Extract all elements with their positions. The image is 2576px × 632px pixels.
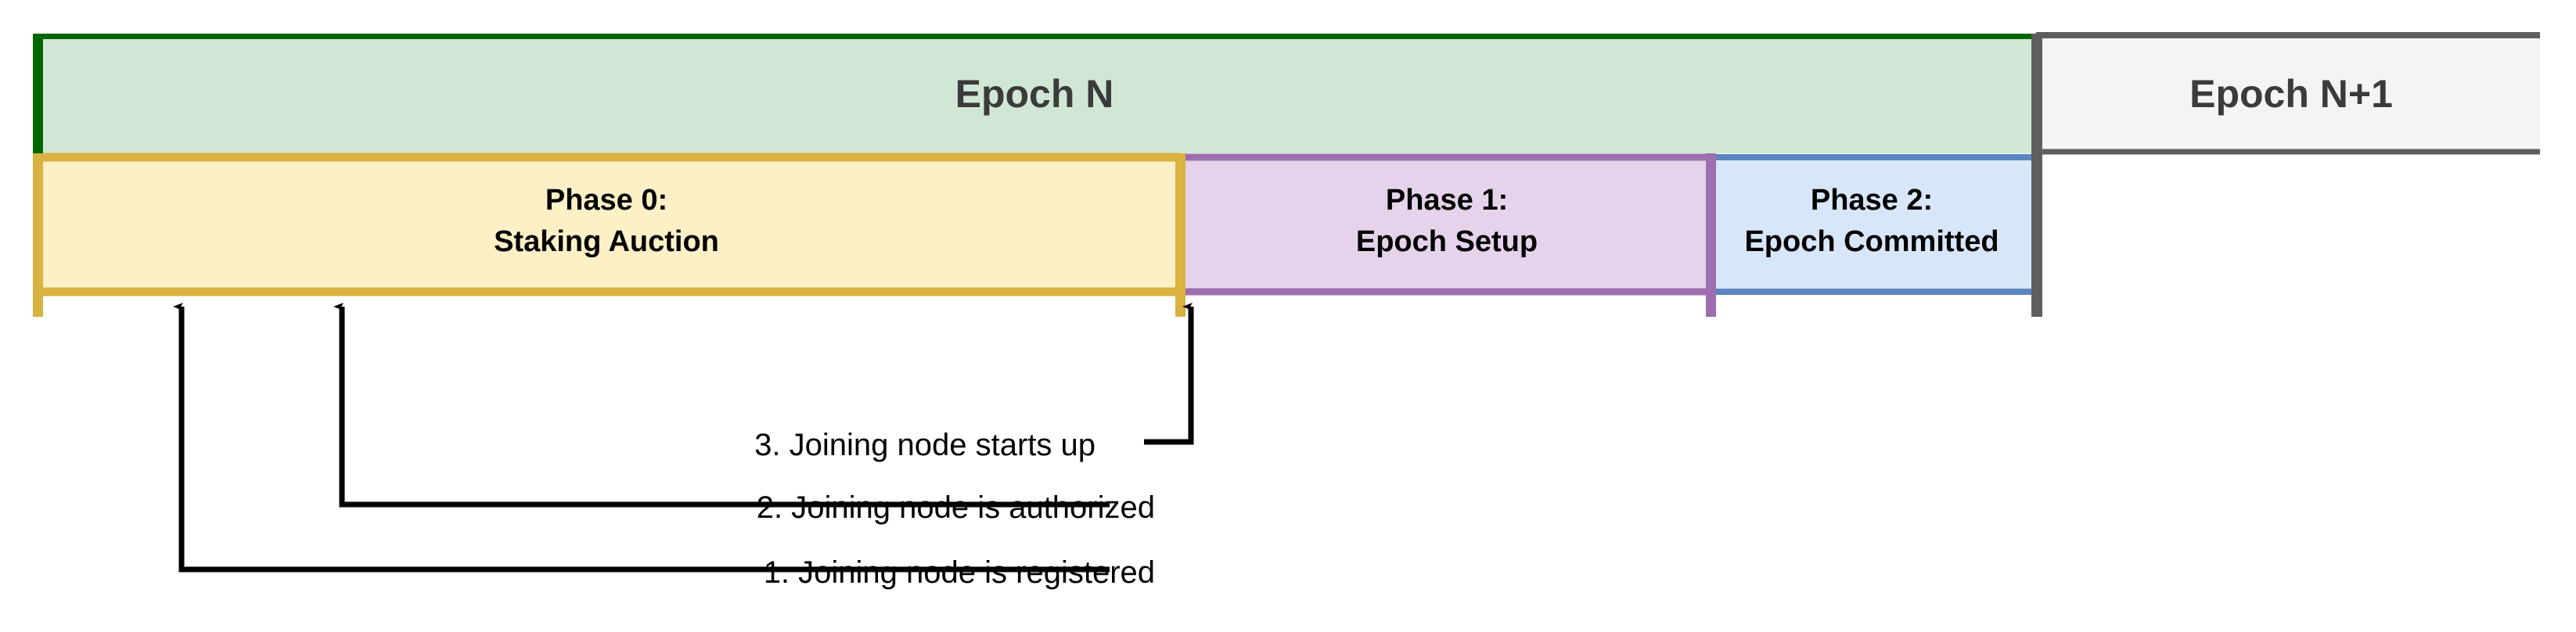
annotation-3-group[interactable]: 3. Joining node starts up	[754, 303, 1194, 462]
phase-2-left-divider	[1706, 153, 1716, 317]
epoch-n-plus-1-background	[2042, 37, 2540, 153]
epoch-box-epoch-n-plus-1[interactable]: Epoch N+1	[2036, 32, 2540, 155]
phase-0-left-divider	[33, 153, 43, 317]
phase-0-label-line2: Staking Auction	[494, 225, 719, 258]
phase-1-left-divider	[1175, 153, 1185, 317]
epoch-row: Epoch N Epoch N+1	[33, 32, 2540, 155]
phase-2-label-line2: Epoch Committed	[1744, 225, 1999, 258]
annotation-1-label: 1. Joining node is registered	[764, 555, 1155, 590]
epoch-box-epoch-n[interactable]: Epoch N	[33, 34, 2036, 153]
phase-box-phase-0[interactable]: Phase 0: Staking Auction	[33, 153, 1180, 296]
phase-1-label-line2: Epoch Setup	[1356, 225, 1538, 258]
annotation-1-group[interactable]: 1. Joining node is registered	[173, 303, 1155, 590]
phase-0-label-line1: Phase 0:	[545, 184, 667, 217]
annotation-3-connector	[1144, 303, 1194, 445]
annotation-1-connector	[173, 303, 1110, 573]
annotation-2-group[interactable]: 2. Joining node is authorized	[333, 303, 1155, 525]
annotation-2-connector	[333, 303, 1110, 508]
phase-row: Phase 0: Staking Auction Phase 1: Epoch …	[33, 153, 2036, 296]
annotation-3-label: 3. Joining node starts up	[754, 428, 1096, 462]
phase-box-phase-2[interactable]: Phase 2: Epoch Committed	[1707, 154, 2036, 295]
epoch-n-plus-1-label: Epoch N+1	[2189, 72, 2393, 116]
annotation-2-label: 2. Joining node is authorized	[757, 490, 1155, 525]
phase-box-phase-1[interactable]: Phase 1: Epoch Setup	[1177, 153, 1711, 296]
epoch-n-background	[33, 34, 2036, 153]
epoch-end-divider	[2031, 34, 2042, 317]
phase-boundary-markers	[33, 34, 2042, 317]
phase-1-label-line1: Phase 1:	[1386, 184, 1508, 217]
phase-1-background	[1182, 156, 1711, 293]
phase-2-label-line1: Phase 2:	[1811, 184, 1933, 217]
annotation-callouts: 1. Joining node is registered 2. Joining…	[173, 303, 1194, 590]
epoch-n-label: Epoch N	[955, 72, 1114, 116]
phase-2-background	[1712, 156, 2036, 293]
phase-0-background	[38, 156, 1180, 293]
epoch-start-divider	[33, 34, 43, 153]
